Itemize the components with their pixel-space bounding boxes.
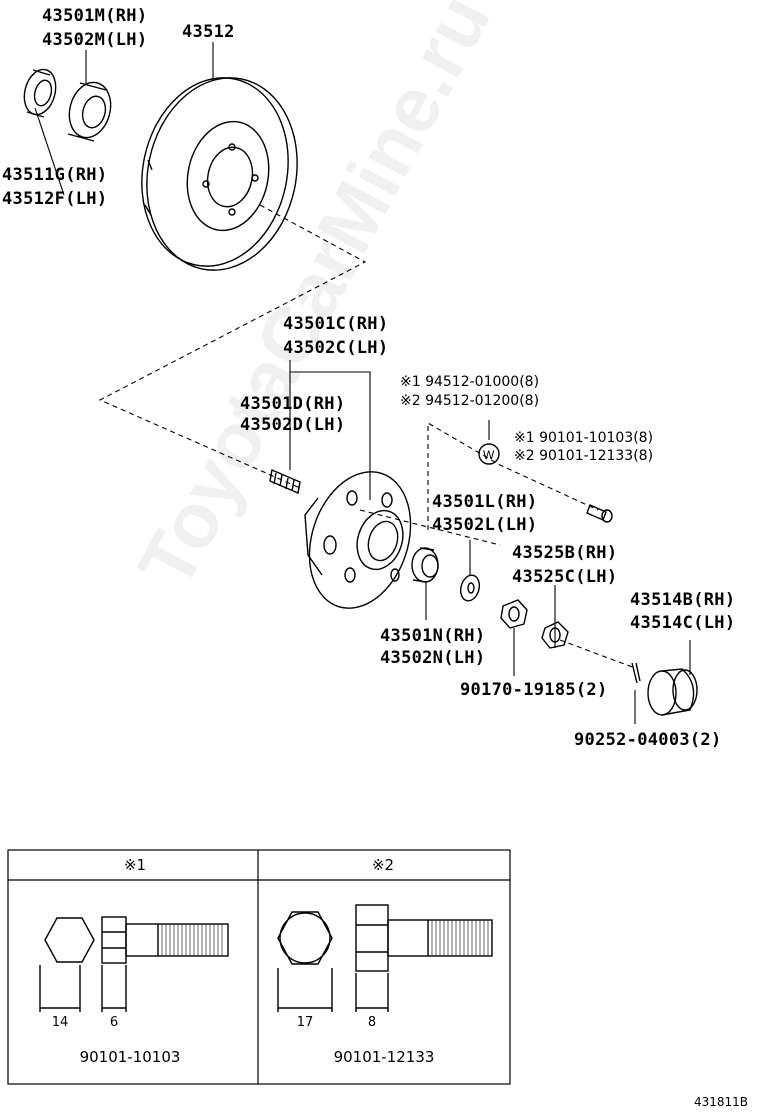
oil-seal-drawing	[23, 68, 57, 118]
label-outer-bearing-rh[interactable]: 43501L(RH)	[432, 492, 538, 512]
grease-cap-drawing	[647, 668, 698, 716]
cotter-pin-drawing	[631, 662, 641, 684]
label-hub-rh[interactable]: 43501C(RH)	[283, 314, 389, 334]
hub-bolt-drawing	[269, 469, 301, 494]
label-bearing-rh[interactable]: 43501M(RH)	[42, 6, 148, 26]
panel1-part-number[interactable]: 90101-10103	[79, 1048, 181, 1066]
hub-nut-drawing	[500, 599, 528, 629]
label-washer-1[interactable]: ※1 94512-01000(8)	[400, 374, 540, 390]
label-disc[interactable]: 43512	[182, 22, 235, 42]
detail-panel-frame	[7, 849, 511, 1085]
panel1-dim-b: 6	[109, 1015, 119, 1030]
svg-text:W: W	[483, 448, 495, 462]
washer-drawing: W	[478, 443, 500, 465]
inner-bearing-drawing	[67, 81, 112, 142]
label-hub-lh[interactable]: 43502C(LH)	[283, 338, 389, 358]
label-seal-rh[interactable]: 43511G(RH)	[2, 165, 108, 185]
label-bearing-lh[interactable]: 43502M(LH)	[42, 30, 148, 50]
label-inner-race-rh[interactable]: 43501N(RH)	[380, 626, 486, 646]
label-lock-lh[interactable]: 43525C(LH)	[512, 567, 618, 587]
label-cap-rh[interactable]: 43514B(RH)	[630, 590, 736, 610]
label-inner-race-lh[interactable]: 43502N(LH)	[380, 648, 486, 668]
label-stud-lh[interactable]: 43502D(LH)	[240, 415, 346, 435]
axle-hub-drawing	[304, 471, 412, 609]
small-bolt-drawing	[586, 504, 613, 523]
panel2-dim-b: 8	[367, 1015, 377, 1030]
bolt-detail-1	[39, 916, 229, 1012]
panel2-dim-a: 17	[296, 1015, 314, 1030]
claw-washer-drawing	[459, 574, 481, 602]
label-seal-lh[interactable]: 43512F(LH)	[2, 189, 108, 209]
panel2-part-number[interactable]: 90101-12133	[333, 1048, 435, 1066]
label-lock-rh[interactable]: 43525B(RH)	[512, 543, 618, 563]
label-washer-2[interactable]: ※2 94512-01200(8)	[400, 393, 540, 409]
panel2-title: ※2	[371, 856, 395, 874]
label-pin[interactable]: 90252-04003(2)	[574, 730, 722, 750]
panel1-title: ※1	[123, 856, 147, 874]
panel1-dim-a: 14	[51, 1015, 69, 1030]
outer-bearing-drawing	[411, 547, 439, 583]
diagram-id: 431811B	[694, 1095, 749, 1109]
leader-lines	[34, 42, 691, 724]
label-bolt-2[interactable]: ※2 90101-12133(8)	[514, 448, 654, 464]
brake-disc-drawing	[141, 77, 298, 271]
label-outer-bearing-lh[interactable]: 43502L(LH)	[432, 515, 538, 535]
label-nut[interactable]: 90170-19185(2)	[460, 680, 608, 700]
label-cap-lh[interactable]: 43514C(LH)	[630, 613, 736, 633]
bolt-detail-2	[277, 904, 493, 1012]
label-bolt-1[interactable]: ※1 90101-10103(8)	[514, 430, 654, 446]
dashed-assembly-lines	[98, 204, 636, 669]
label-stud-rh[interactable]: 43501D(RH)	[240, 394, 346, 414]
